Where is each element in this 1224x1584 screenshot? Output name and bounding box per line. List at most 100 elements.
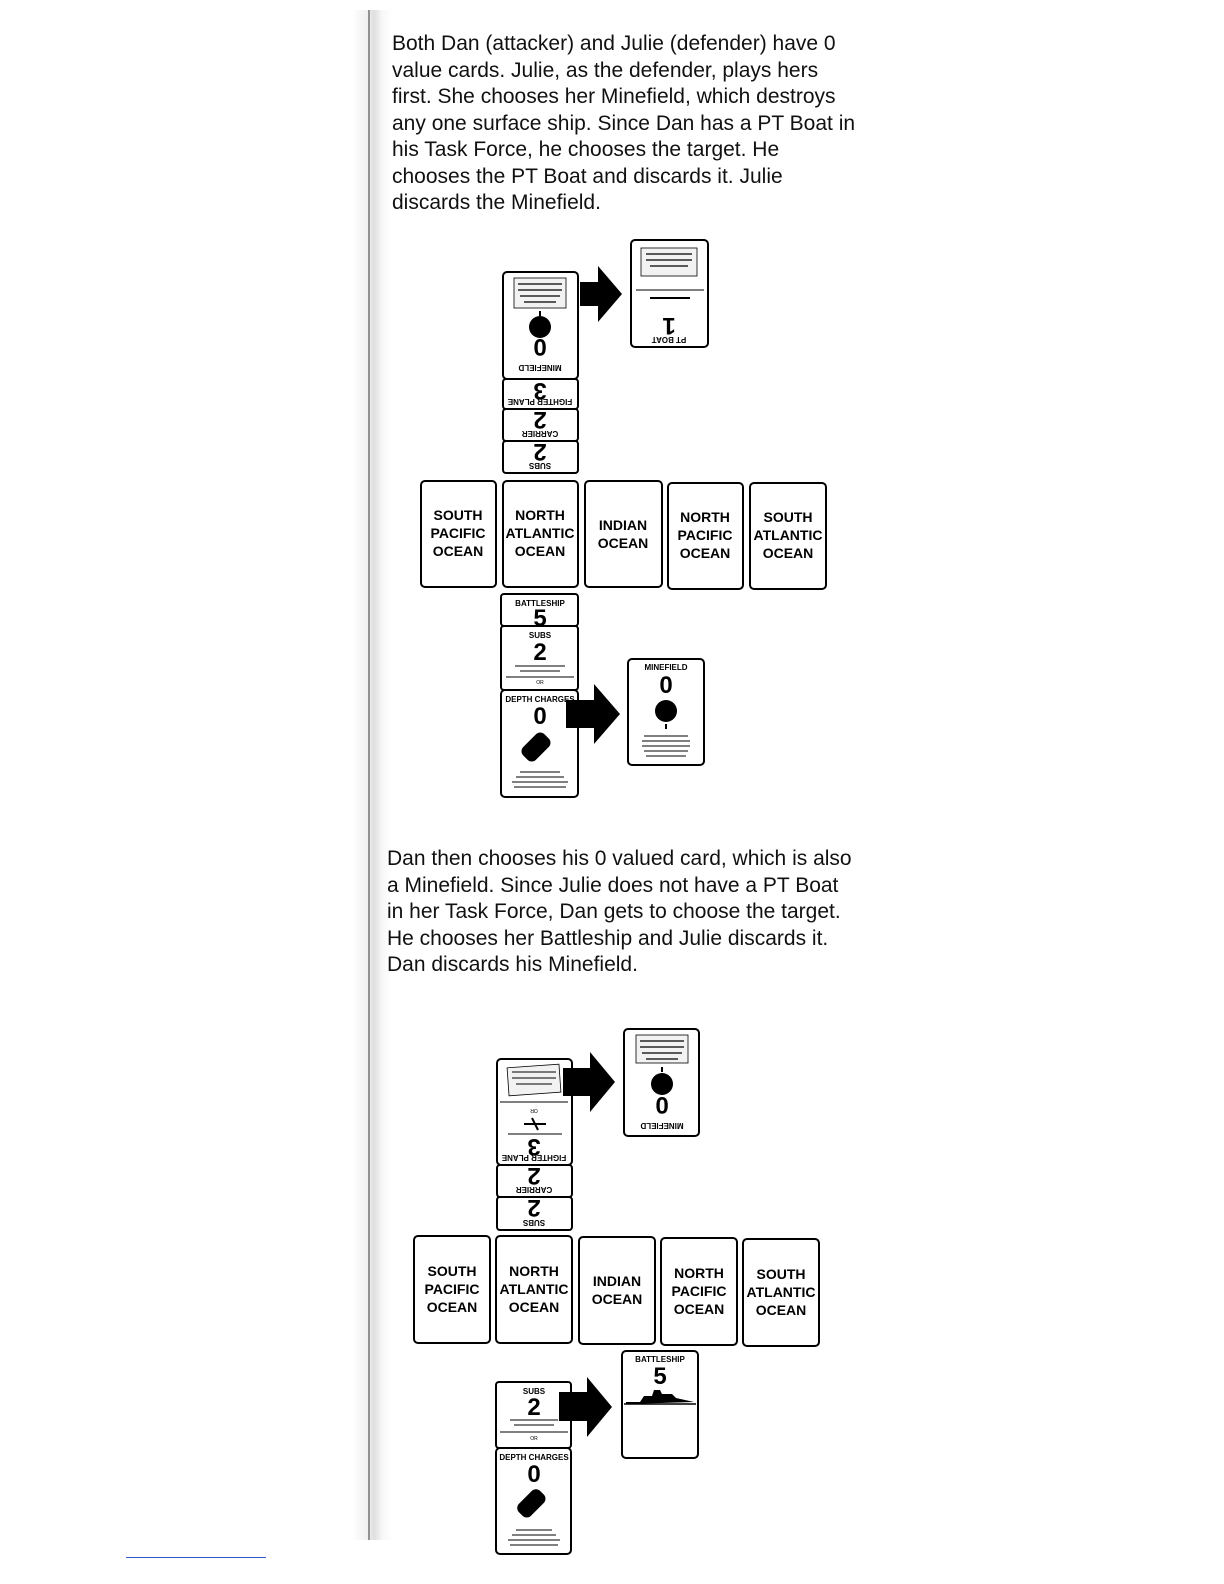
ocean-label: NORTH bbox=[680, 509, 730, 525]
card-title: SUBS bbox=[522, 1218, 545, 1227]
ocean-label: SOUTH bbox=[428, 1263, 477, 1279]
minefield-card-dan-1-detail: 0 MINEFIELD bbox=[513, 277, 567, 372]
card-title: PT BOAT bbox=[652, 335, 687, 344]
card-value: 0 bbox=[527, 1461, 540, 1488]
card-value: 0 bbox=[533, 333, 546, 360]
card-title: SUBS bbox=[528, 461, 551, 470]
card-value: 2 bbox=[527, 1394, 540, 1421]
arrow-icon bbox=[559, 1377, 612, 1437]
card-title: MINEFIELD bbox=[644, 663, 687, 672]
card-or-text: OR bbox=[530, 1107, 538, 1113]
card-value: 3 bbox=[527, 1133, 540, 1160]
mine-icon bbox=[651, 1073, 673, 1095]
card-subs-dan-2 bbox=[496, 1196, 573, 1231]
ocean-label: OCEAN bbox=[756, 1302, 807, 1318]
ocean-label: NORTH bbox=[509, 1263, 559, 1279]
card-value: 2 bbox=[533, 438, 546, 465]
ocean-card-north-atlantic-1 bbox=[502, 480, 579, 588]
paragraph-first: Both Dan (attacker) and Julie (defender)… bbox=[392, 32, 856, 214]
pt-boat-card-detail: 1 PT BOAT bbox=[636, 247, 704, 344]
mine-icon bbox=[529, 316, 551, 338]
ocean-label: OCEAN bbox=[674, 1301, 725, 1317]
ocean-label: ATLANTIC bbox=[754, 527, 823, 543]
ocean-label: SOUTH bbox=[757, 1266, 806, 1282]
card-value: 0 bbox=[655, 1091, 668, 1118]
stack-dan-1-values: 3 FIGHTER PLANE 2 CARRIER 2 SUBS bbox=[507, 377, 572, 470]
scan-edge-line bbox=[368, 10, 370, 1540]
ocean-label: NORTH bbox=[515, 507, 565, 523]
paragraph-second: Dan then chooses his 0 valued card, whic… bbox=[387, 847, 852, 976]
card-value: 2 bbox=[527, 1162, 540, 1189]
arrow-icon bbox=[563, 1052, 615, 1112]
card-title: CARRIER bbox=[516, 1185, 553, 1194]
card-title: BATTLESHIP bbox=[635, 1355, 685, 1364]
card-title: SUBS bbox=[529, 631, 552, 640]
depth-charge-icon bbox=[521, 732, 551, 762]
card-title: MINEFIELD bbox=[518, 363, 561, 372]
footnote-rule bbox=[126, 1557, 266, 1558]
ocean-card-north-pacific-1 bbox=[667, 482, 744, 590]
ocean-labels-2: SOUTH PACIFIC OCEAN NORTH ATLANTIC OCEAN… bbox=[425, 1263, 816, 1318]
card-value: 1 bbox=[662, 312, 675, 339]
ocean-label: INDIAN bbox=[599, 517, 647, 533]
card-title: DEPTH CHARGES bbox=[505, 695, 575, 704]
ocean-label: PACIFIC bbox=[431, 525, 486, 541]
card-title: DEPTH CHARGES bbox=[499, 1453, 569, 1462]
minefield-card-dan-2-detail: 0 MINEFIELD bbox=[635, 1034, 689, 1130]
card-title: MINEFIELD bbox=[640, 1121, 683, 1130]
ocean-labels-1: SOUTH PACIFIC OCEAN NORTH ATLANTIC OCEAN… bbox=[431, 507, 823, 561]
ocean-label: SOUTH bbox=[764, 509, 813, 525]
ocean-label: OCEAN bbox=[509, 1299, 560, 1315]
ocean-card-south-pacific-2 bbox=[413, 1235, 491, 1344]
battleship-icon bbox=[626, 1390, 694, 1404]
ocean-label: OCEAN bbox=[427, 1299, 478, 1315]
ocean-label: PACIFIC bbox=[678, 527, 733, 543]
card-value: 2 bbox=[527, 1194, 540, 1221]
ocean-label: INDIAN bbox=[593, 1273, 641, 1289]
card-title: CARRIER bbox=[522, 429, 559, 438]
card-or-text: OR bbox=[536, 680, 544, 686]
stack-julie-2: SUBS 2 OR DEPTH CHARGES 0 bbox=[499, 1387, 569, 1546]
ocean-label: NORTH bbox=[674, 1265, 724, 1281]
scan-shadow bbox=[352, 10, 392, 1540]
ocean-label: OCEAN bbox=[515, 543, 566, 559]
card-value: 0 bbox=[659, 672, 672, 699]
card-title: BATTLESHIP bbox=[515, 599, 565, 608]
ocean-label: OCEAN bbox=[763, 545, 814, 561]
stack-dan-2: OR 3 FIGHTER PLANE 2 CARRIER 2 SUBS bbox=[500, 1063, 568, 1227]
battleship-card-detail: BATTLESHIP 5 bbox=[624, 1355, 696, 1405]
card-value: 2 bbox=[533, 639, 546, 666]
ocean-card-north-pacific-2 bbox=[660, 1237, 738, 1346]
ocean-card-north-atlantic-2 bbox=[495, 1235, 573, 1344]
ocean-label: SOUTH bbox=[434, 507, 483, 523]
card-value: 5 bbox=[653, 1363, 666, 1390]
mine-icon bbox=[655, 700, 677, 722]
stack-julie-1: BATTLESHIP 5 SUBS 2 OR DEPTH CHARGES 0 bbox=[505, 599, 575, 788]
ocean-label: ATLANTIC bbox=[500, 1281, 569, 1297]
card-title: SUBS bbox=[523, 1387, 546, 1396]
ocean-label: ATLANTIC bbox=[747, 1284, 816, 1300]
ocean-label: PACIFIC bbox=[425, 1281, 480, 1297]
plane-icon bbox=[524, 1117, 546, 1131]
arrow-icon bbox=[566, 684, 620, 744]
ocean-card-south-atlantic-2 bbox=[742, 1238, 820, 1347]
ocean-card-south-pacific-1 bbox=[420, 480, 497, 588]
card-title: FIGHTER PLANE bbox=[507, 397, 572, 406]
ocean-label: ATLANTIC bbox=[506, 525, 575, 541]
card-value: 2 bbox=[533, 406, 546, 433]
card-or-text: OR bbox=[530, 1436, 538, 1442]
ocean-label: OCEAN bbox=[680, 545, 731, 561]
card-value: 5 bbox=[533, 605, 546, 632]
ocean-label: OCEAN bbox=[433, 543, 484, 559]
card-title: FIGHTER PLANE bbox=[501, 1153, 566, 1162]
depth-charge-icon bbox=[517, 1489, 546, 1518]
ocean-card-indian-2 bbox=[578, 1236, 656, 1345]
ocean-label: PACIFIC bbox=[672, 1283, 727, 1299]
ocean-card-south-atlantic-1 bbox=[749, 482, 827, 590]
card-value: 3 bbox=[533, 377, 546, 404]
ocean-label: OCEAN bbox=[598, 535, 649, 551]
ocean-label: OCEAN bbox=[592, 1291, 643, 1307]
card-subs-dan-1 bbox=[502, 440, 579, 474]
ocean-card-indian-1 bbox=[584, 480, 663, 588]
